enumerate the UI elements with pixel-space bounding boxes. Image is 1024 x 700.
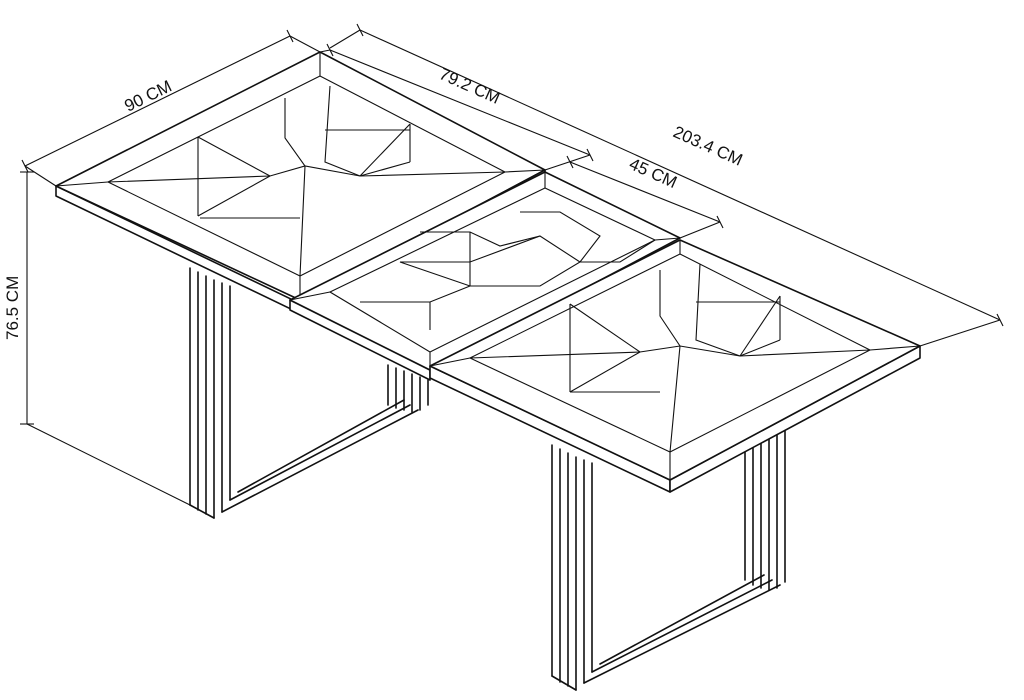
leaf-end-length-label: 79.2 CM — [436, 64, 502, 107]
left-leg-frame — [189, 267, 429, 519]
depth-label: 90 CM — [121, 77, 174, 116]
leaf-center-label: 45 CM — [626, 154, 679, 192]
right-leg-frame — [551, 419, 786, 691]
height-label: 76.5 CM — [3, 276, 22, 340]
tabletop-center-leaf — [289, 171, 681, 381]
total-length-label: 203.4 CM — [670, 122, 745, 169]
dimension-height: 76.5 CM — [3, 171, 191, 506]
